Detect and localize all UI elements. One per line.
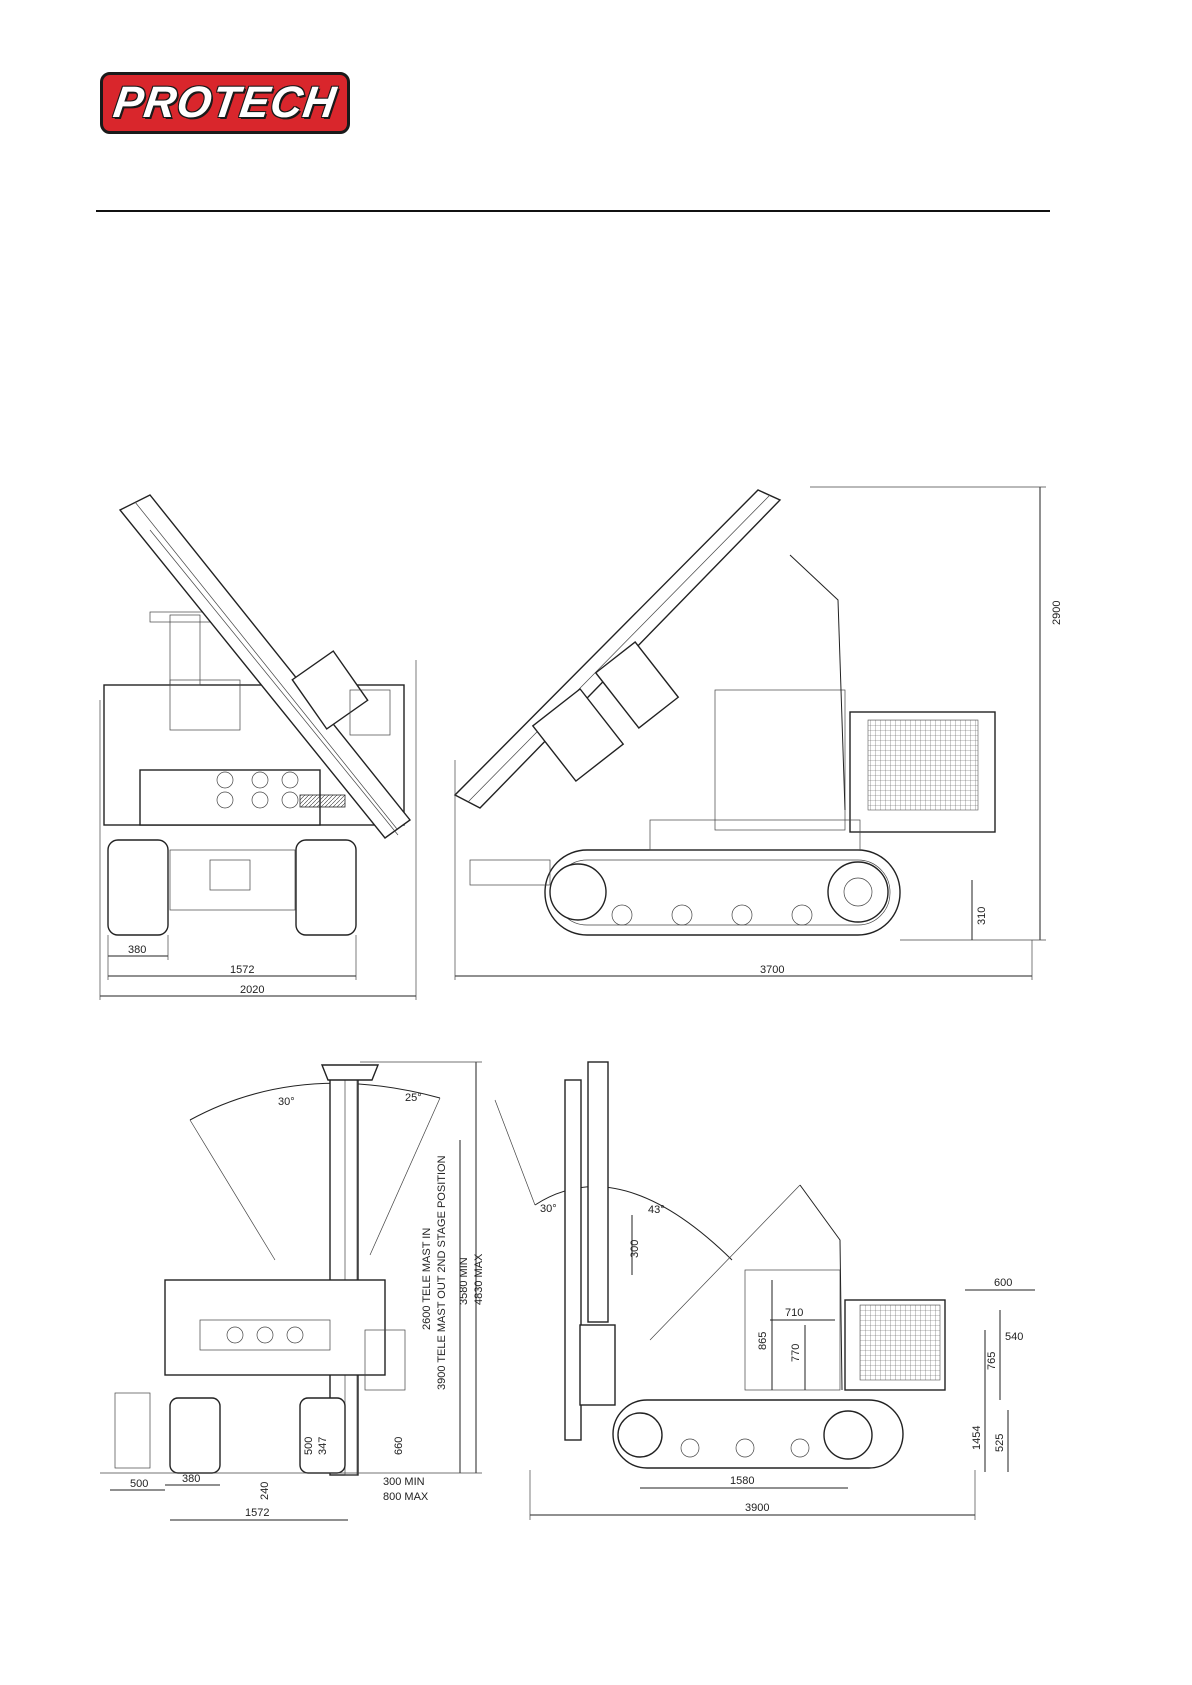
dim-offset-347: 347 [317,1437,329,1455]
dim-angle-left: 30° [278,1096,295,1108]
dim-765: 765 [986,1352,998,1370]
dim-3900: 3900 [745,1502,769,1514]
dim-mast-out: 3900 TELE MAST OUT 2ND STAGE POSITION [436,1155,448,1390]
dim-front-gauge: 1572 [230,964,254,976]
dim-525: 525 [994,1434,1006,1452]
dim-stroke-300: 300 [629,1240,641,1258]
dim-offset-660: 660 [393,1437,405,1455]
dim-offset-500b: 500 [303,1437,315,1455]
dim-1580: 1580 [730,1475,754,1487]
dim-side-length: 3700 [760,964,784,976]
dim-710: 710 [785,1307,803,1319]
dim-mast-in: 2600 TELE MAST IN [421,1228,433,1330]
dim-865: 865 [757,1332,769,1350]
dim-600: 600 [994,1277,1012,1289]
dim-1454: 1454 [971,1426,983,1450]
dim-offset-240: 240 [259,1482,271,1500]
dim-front-track-width: 380 [128,944,146,956]
dim-height-min: 3580 MIN [458,1257,470,1305]
dim-770: 770 [790,1344,802,1362]
dim-mast-shift-max: 800 MAX [383,1491,429,1503]
dim-gauge-1572: 1572 [245,1507,269,1519]
dim-front-overall-width: 2020 [240,984,264,996]
dim-angle-side-right: 43° [648,1204,665,1216]
dim-side-clearance: 310 [976,907,988,925]
dim-angle-side-left: 30° [540,1203,557,1215]
dim-540: 540 [1005,1331,1023,1343]
front-mast-view: 30° 25° 2600 TELE MAST IN 3900 TELE MAST… [100,1062,485,1520]
dim-side-height: 2900 [1051,601,1063,625]
front-view: 380 1572 2020 [100,495,416,1000]
side-mast-view: 30° 43° 300 710 865 770 600 765 540 1454… [495,1062,1035,1520]
dim-offset-380: 380 [182,1473,200,1485]
side-view: 3700 2900 310 [455,487,1063,980]
dim-height-max: 4830 MAX [473,1253,485,1305]
dim-mast-shift-min: 300 MIN [383,1476,425,1488]
dim-offset-500: 500 [130,1478,148,1490]
dim-angle-right: 25° [405,1092,422,1104]
